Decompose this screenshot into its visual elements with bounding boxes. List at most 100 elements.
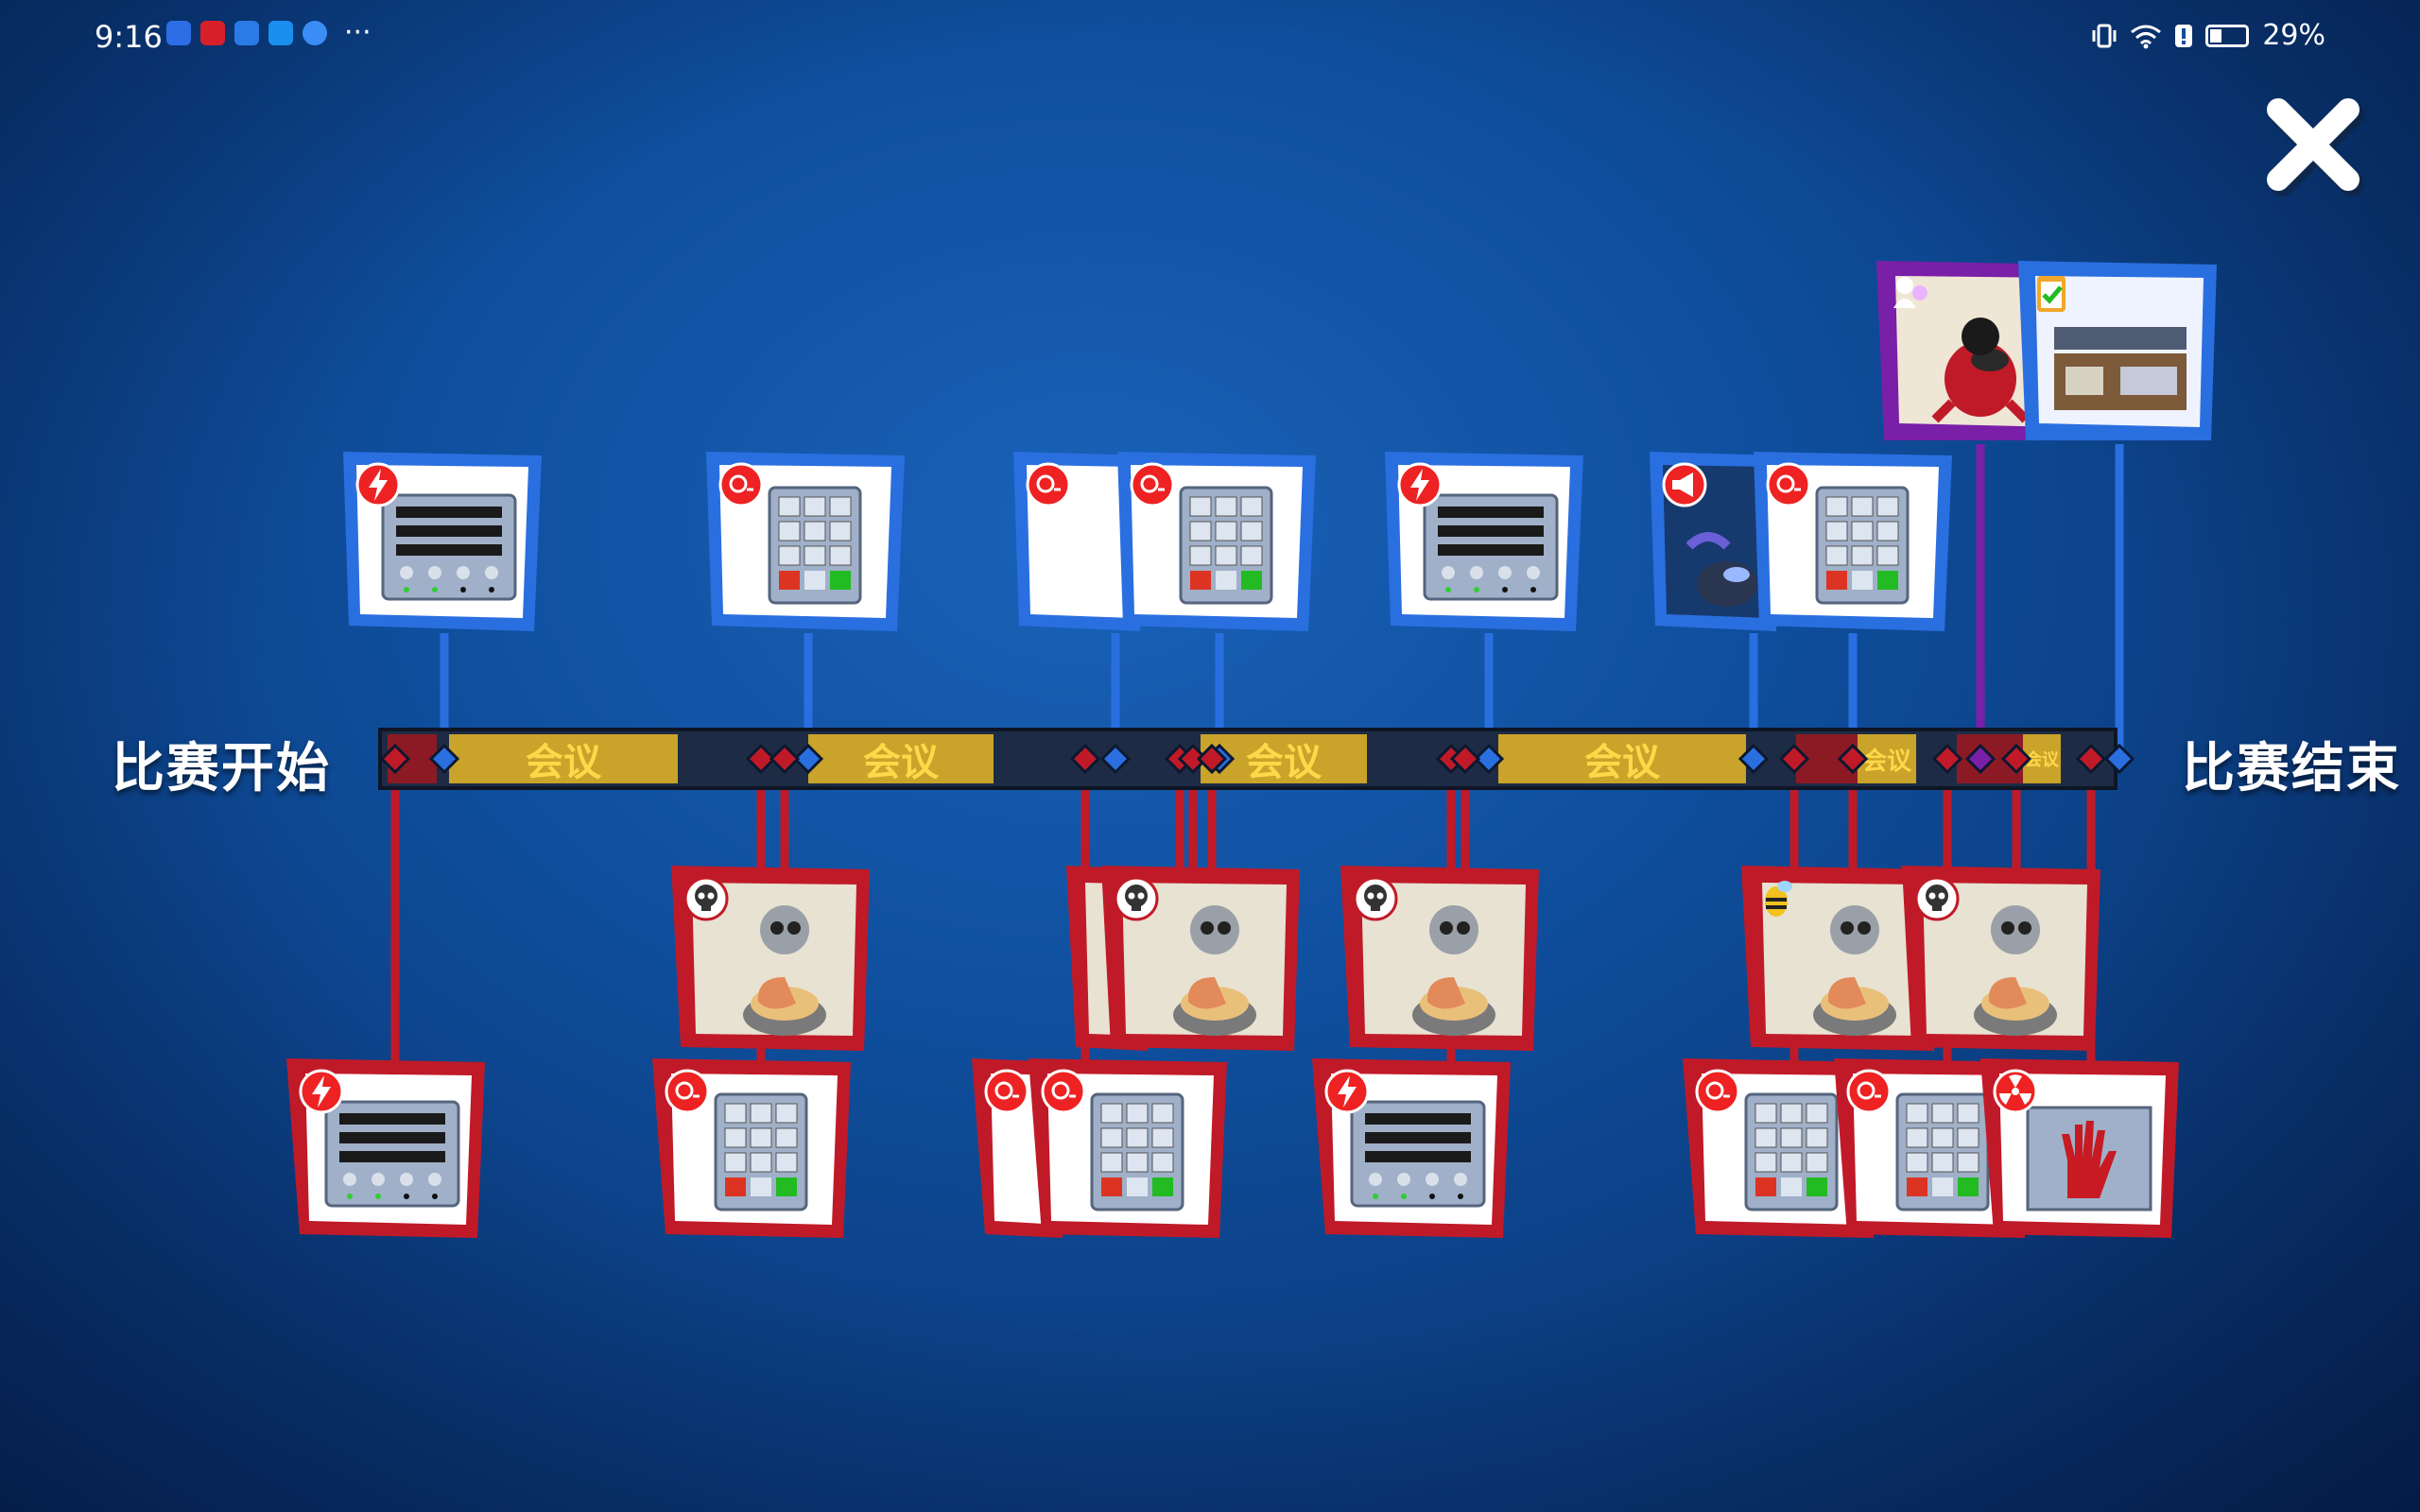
event-card-sabotage[interactable]: [1312, 1058, 1511, 1238]
dead-body-art: [743, 905, 826, 1036]
event-card-sabotage-fixed[interactable]: [1754, 452, 1952, 631]
keypad-art: [1090, 1092, 1184, 1211]
match-end-label: 比赛结束: [2182, 738, 2401, 799]
admin-card-swipe-art: [2054, 327, 2187, 410]
dead-body-art: [1173, 905, 1256, 1036]
match-start-label: 比赛开始: [112, 738, 331, 799]
o2-icon: [984, 1069, 1029, 1114]
timeline-marker[interactable]: [1473, 743, 1505, 775]
skull-icon: [1914, 876, 1960, 921]
o2-icon: [1026, 462, 1071, 507]
status-time: 9:16: [95, 19, 163, 55]
timeline-marker[interactable]: [1099, 743, 1132, 775]
dead-body-art: [1412, 905, 1495, 1036]
system-status: 29%: [2092, 19, 2325, 52]
event-card-kill[interactable]: [1741, 866, 1940, 1055]
meeting-segment: 会议: [1498, 734, 1746, 783]
electrical-panel-art: [381, 493, 517, 601]
globe-app-icon: [302, 21, 327, 45]
vote-icon: [1893, 277, 1927, 308]
lightning-icon: [1397, 462, 1443, 507]
timeline-marker[interactable]: [1964, 743, 1996, 775]
close-icon[interactable]: [2261, 93, 2365, 197]
keypad-art: [1895, 1092, 1990, 1211]
timeline-marker[interactable]: [1837, 743, 1869, 775]
wifi-icon: [2131, 25, 2162, 48]
timeline-marker[interactable]: [379, 743, 411, 775]
o2-icon: [1846, 1069, 1892, 1114]
timeline-marker[interactable]: [1069, 743, 1101, 775]
timeline-marker[interactable]: [1449, 743, 1481, 775]
electrical-panel-art: [324, 1100, 460, 1208]
electrical-panel-art: [1423, 493, 1559, 601]
event-card-sabotage[interactable]: [1980, 1058, 2179, 1238]
event-card-sabotage-fixed[interactable]: [1117, 452, 1316, 631]
keypad-art: [1815, 486, 1910, 605]
event-card-kill[interactable]: [671, 866, 870, 1055]
o2-icon: [1695, 1069, 1740, 1114]
battery-icon: [2205, 24, 2250, 47]
event-card-kill[interactable]: [1902, 866, 2100, 1055]
meeting-segment: 会议: [808, 734, 994, 783]
keypad-art: [1179, 486, 1273, 605]
skull-icon: [1114, 876, 1159, 921]
timeline-marker[interactable]: [2103, 743, 2135, 775]
o2-icon: [1041, 1069, 1086, 1114]
keypad-art: [1744, 1092, 1839, 1211]
event-card-sabotage-fixed[interactable]: [1013, 452, 1146, 631]
battery-percent: 29%: [2262, 19, 2325, 52]
reported-body-art: [1685, 532, 1757, 607]
timeline-marker[interactable]: [769, 743, 801, 775]
event-card-sabotage-fixed[interactable]: [706, 452, 905, 631]
event-card-tasks-completed[interactable]: [2018, 261, 2217, 440]
timeline-marker[interactable]: [1196, 743, 1228, 775]
lightning-icon: [1324, 1069, 1370, 1114]
skull-icon: [683, 876, 729, 921]
event-card-sabotage[interactable]: [1834, 1058, 2032, 1238]
red-app-icon: [200, 21, 225, 45]
dead-body-art: [1813, 905, 1896, 1036]
o2-icon: [1766, 462, 1811, 507]
event-card-sabotage-fixed[interactable]: [1385, 452, 1583, 631]
skull-icon: [1353, 876, 1398, 921]
event-card-kill[interactable]: [1101, 866, 1300, 1055]
keypad-art: [714, 1092, 808, 1211]
keypad-art: [768, 486, 862, 605]
timeline-marker[interactable]: [2000, 743, 2032, 775]
paw-app-icon: [166, 21, 191, 45]
dead-body-art: [1974, 905, 2057, 1036]
alert-icon: [2175, 24, 2193, 47]
timeline-marker[interactable]: [1737, 743, 1770, 775]
lightning-icon: [299, 1069, 344, 1114]
notification-icons: ···: [166, 16, 372, 49]
reactor-handprint-art: [2026, 1106, 2152, 1211]
more-notifications-icon: ···: [344, 16, 372, 49]
event-card-sabotage[interactable]: [1028, 1058, 1227, 1238]
event-card-sabotage[interactable]: [1683, 1058, 1881, 1238]
timeline-marker[interactable]: [745, 743, 777, 775]
timeline-marker[interactable]: [428, 743, 460, 775]
clipboard-icon: [2037, 276, 2066, 312]
timeline-marker[interactable]: [2075, 743, 2107, 775]
megaphone-icon: [1662, 462, 1707, 507]
bee-icon: [1765, 881, 1792, 917]
meeting-segment: 会议: [449, 734, 678, 783]
event-card-sabotage[interactable]: [286, 1058, 485, 1238]
vibrate-icon: [2092, 24, 2117, 47]
bulb-app-icon: [234, 21, 259, 45]
event-card-kill[interactable]: [1340, 866, 1539, 1055]
event-card-body-reported[interactable]: [1650, 452, 1782, 631]
timeline-marker[interactable]: [1931, 743, 1963, 775]
o2-icon: [718, 462, 764, 507]
o2-icon: [1130, 462, 1175, 507]
o2-icon: [665, 1069, 710, 1114]
timeline-marker[interactable]: [792, 743, 824, 775]
event-card-sabotage[interactable]: [652, 1058, 851, 1238]
status-bar: 9:16 ··· 29%: [0, 0, 2420, 76]
event-card-sabotage-fixed[interactable]: [343, 452, 542, 631]
timeline-marker[interactable]: [1778, 743, 1810, 775]
ejected-impostor-art: [1931, 318, 2030, 423]
radiation-icon: [1993, 1069, 2038, 1114]
arrow-app-icon: [268, 21, 293, 45]
